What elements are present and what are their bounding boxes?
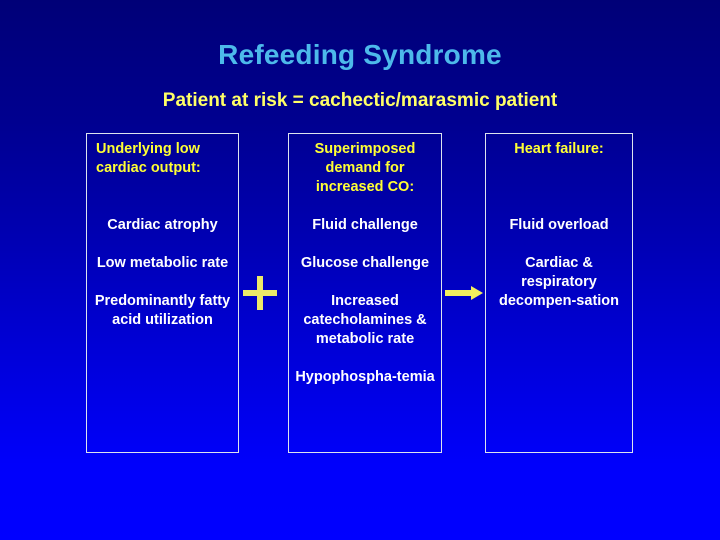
box-2-header: Superimposed demand for increased CO: (314, 141, 416, 195)
spacer (293, 349, 437, 368)
page-subtitle: Patient at risk = cachectic/marasmic pat… (162, 90, 558, 111)
arrow-head (471, 286, 483, 300)
plus-icon (243, 276, 277, 310)
box-1-item-3: Predominantly fatty acid utilization (94, 293, 231, 328)
box-2-item-4: Hypophospha-temia (295, 369, 435, 385)
spacer (91, 273, 234, 292)
spacer (293, 197, 437, 216)
box-3-item-1: Fluid overload (509, 217, 609, 233)
diagram-box-superimposed-demand: Superimposed demand for increased CO: Fl… (288, 133, 442, 453)
spacer (293, 273, 437, 292)
diagram-box-heart-failure: Heart failure: Fluid overload Cardiac & … (485, 133, 633, 453)
plus-vertical-bar (257, 276, 263, 310)
box-2-item-3: Increased catecholamines & metabolic rat… (303, 293, 427, 347)
box-3-header: Heart failure: (514, 141, 604, 157)
box-1-item-2: Low metabolic rate (96, 255, 229, 271)
diagram-box-underlying-low-cardiac-output: Underlying low cardiac output: Cardiac a… (86, 133, 239, 453)
page-title: Refeeding Syndrome (218, 39, 502, 70)
box-2-item-1: Fluid challenge (312, 217, 418, 233)
box-1-item-1: Cardiac atrophy (107, 217, 218, 233)
box-3-item-2: Cardiac & respiratory decompen-sation (498, 255, 620, 309)
spacer (91, 178, 234, 216)
box-2-item-2: Glucose challenge (300, 255, 430, 271)
spacer (490, 235, 628, 254)
spacer (293, 235, 437, 254)
arrow-right-icon (445, 286, 483, 300)
arrow-shaft (445, 290, 473, 296)
spacer (91, 235, 234, 254)
spacer (490, 159, 628, 216)
box-1-header: Underlying low cardiac output: (96, 141, 201, 176)
